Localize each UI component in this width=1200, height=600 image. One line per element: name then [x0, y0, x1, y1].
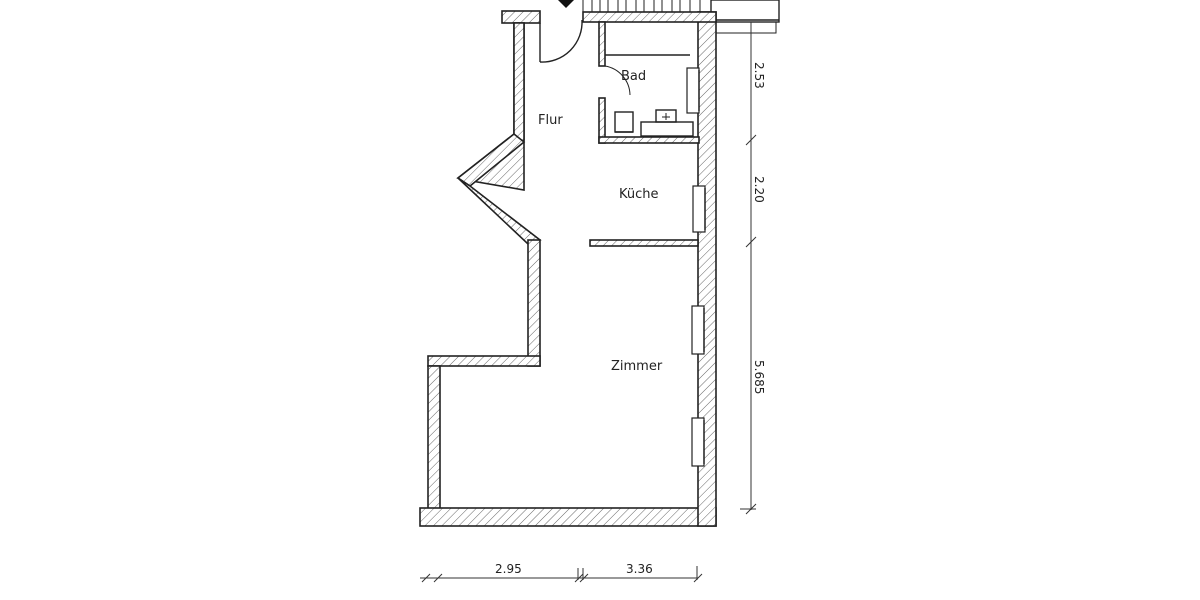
window — [692, 185, 706, 233]
wall — [589, 239, 699, 247]
wall — [598, 21, 606, 67]
balcony — [710, 0, 780, 34]
wall — [501, 10, 541, 24]
dimension-3-36: 3.36 — [626, 562, 653, 576]
horizontal-dimension — [420, 566, 703, 583]
bathroom-door — [604, 65, 631, 96]
window — [691, 305, 705, 355]
window — [686, 67, 700, 114]
room-label-kueche: Küche — [619, 187, 659, 202]
dimension-2-20: 2.20 — [752, 176, 766, 203]
room-label-bad: Bad — [621, 69, 646, 84]
toilet-icon — [614, 111, 634, 133]
entry-arrow-icon — [558, 0, 574, 8]
window — [691, 417, 705, 467]
room-label-zimmer: Zimmer — [611, 359, 663, 374]
wall — [457, 177, 542, 245]
wall — [427, 365, 441, 511]
dimension-2-95: 2.95 — [495, 562, 522, 576]
dimension-5-685: 5.685 — [752, 360, 766, 394]
dimension-2-53: 2.53 — [752, 62, 766, 89]
entry-door — [539, 19, 583, 63]
vertical-dimension — [740, 22, 757, 515]
wall — [598, 136, 700, 144]
wall — [527, 239, 541, 367]
wall — [419, 507, 717, 527]
wall — [427, 355, 541, 367]
room-label-flur: Flur — [538, 113, 563, 128]
wall — [582, 11, 717, 23]
sink-icon — [640, 109, 694, 137]
